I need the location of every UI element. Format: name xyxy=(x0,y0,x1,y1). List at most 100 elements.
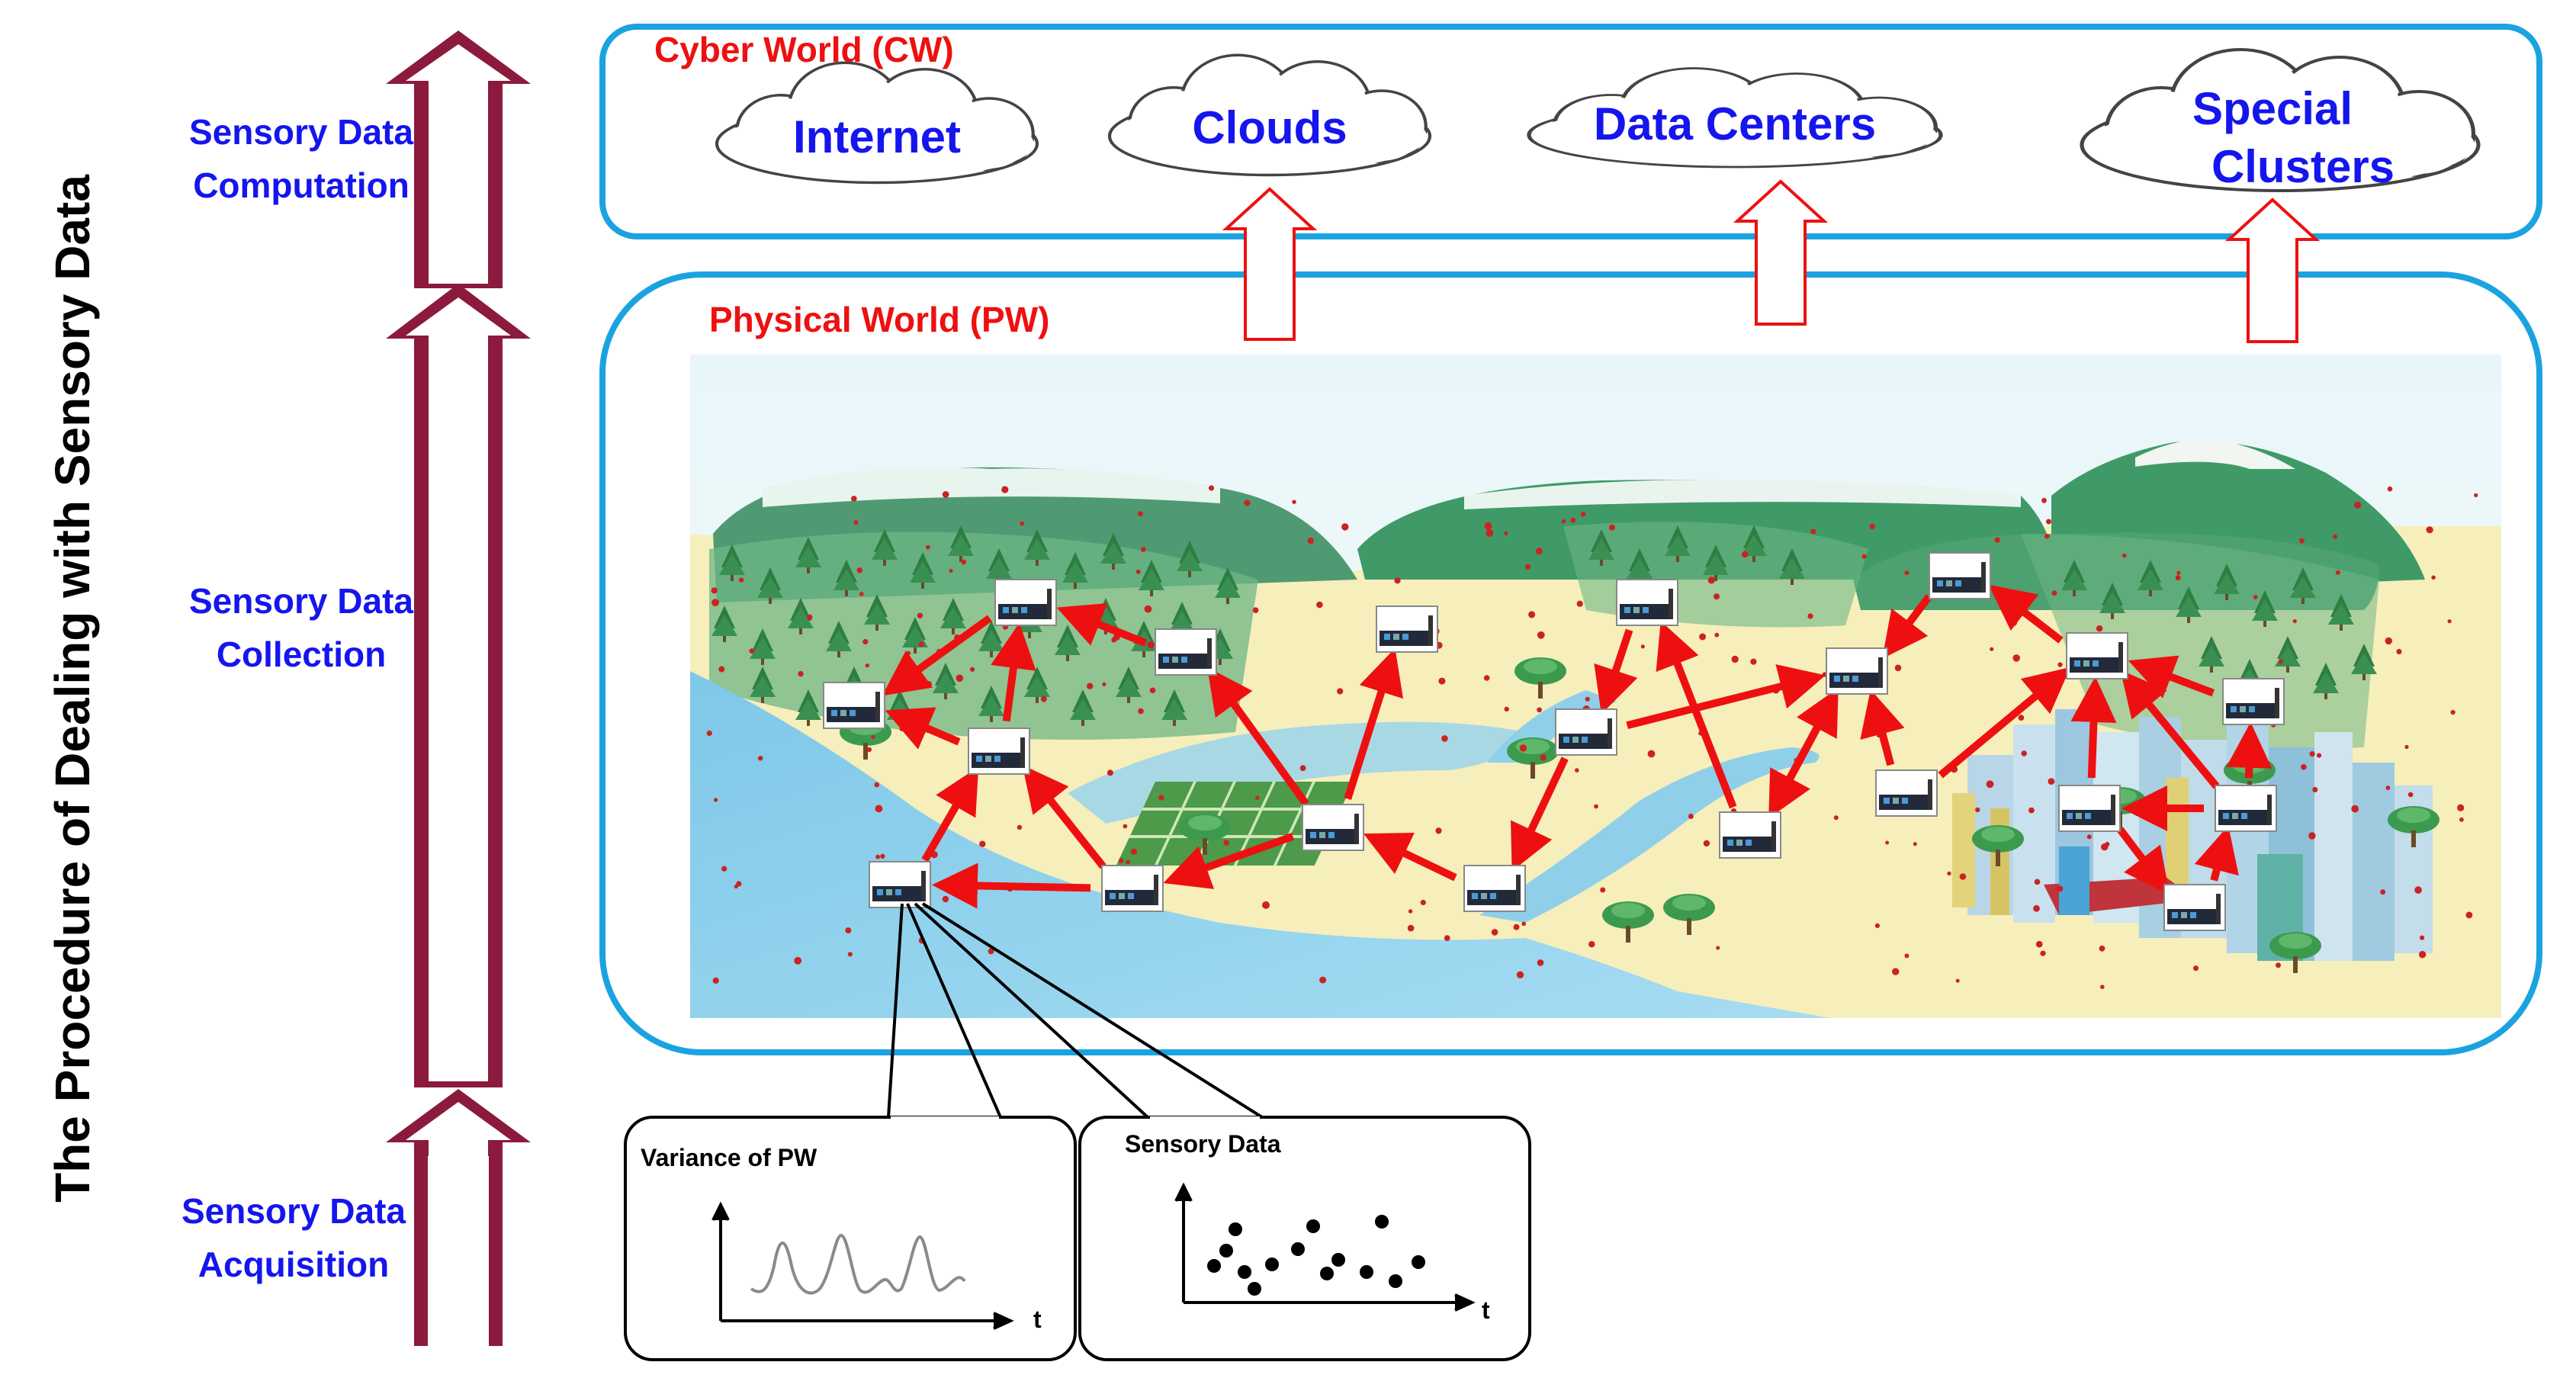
sensor-dot xyxy=(2299,538,2305,544)
sensor-dot xyxy=(2292,618,2297,624)
sensor-dot xyxy=(1420,899,1426,906)
variance-x-axis-label: t xyxy=(1033,1306,1042,1333)
sensor-dot xyxy=(2193,965,2199,972)
sensor-dot xyxy=(1521,921,1526,927)
sensor-dot xyxy=(1149,687,1156,694)
sensor-dot xyxy=(2278,659,2283,664)
sensor-node-icon xyxy=(1875,769,1938,817)
sensor-dot xyxy=(853,520,859,525)
sensor-dot xyxy=(1394,577,1401,584)
flow-arrow xyxy=(931,862,1091,909)
sensor-dot xyxy=(1994,537,2000,543)
sensor-dot xyxy=(2276,962,2281,968)
sensor-dot xyxy=(1874,923,1880,928)
sensor-dot xyxy=(1040,695,1047,702)
sensor-node-icon xyxy=(968,728,1030,775)
sensor-dot xyxy=(2048,778,2055,785)
sensor-dot xyxy=(1262,901,1270,909)
sensor-dot xyxy=(2028,807,2035,814)
sensor-dot xyxy=(1570,517,1576,523)
sensor-dot xyxy=(1537,707,1542,713)
sensor-node-icon xyxy=(2163,884,2226,931)
sensor-dot xyxy=(2317,753,2322,758)
cloud-label-internet: Internet xyxy=(792,111,962,162)
sensor-dot xyxy=(1337,688,1344,695)
physical-world-title: Physical World (PW) xyxy=(709,300,1050,339)
sensor-dot xyxy=(1640,644,1645,649)
river-icon xyxy=(690,671,1830,1018)
sensor-dot xyxy=(1861,554,1867,559)
stage-label-line: Acquisition xyxy=(198,1245,390,1284)
flow-arrow xyxy=(2194,825,2239,882)
sensor-dot xyxy=(1316,601,1323,609)
sensor-dot xyxy=(1575,768,1579,773)
callout-lines xyxy=(887,902,1264,1119)
sensor-dot xyxy=(1561,519,1566,524)
sensor-dot xyxy=(942,895,949,903)
sensor-dot xyxy=(2101,843,2109,851)
sensor-dot xyxy=(847,952,853,957)
sensor-dot xyxy=(2426,526,2433,534)
cyber-world-title: Cyber World (CW) xyxy=(654,30,954,69)
flow-arrow xyxy=(991,622,1036,722)
sensor-dot xyxy=(1714,632,1720,638)
sensor-dot xyxy=(1001,486,1009,493)
sensor-dot xyxy=(2046,519,2051,525)
sensor-dot xyxy=(2312,787,2318,792)
sensor-dot xyxy=(1585,696,1590,702)
flow-arrow xyxy=(885,707,961,750)
sensor-dot xyxy=(2407,792,2414,798)
sensor-dot xyxy=(2414,886,2422,894)
sensor-dot xyxy=(1959,873,1967,880)
sensor-dot xyxy=(1600,887,1606,893)
variance-curve xyxy=(750,1233,966,1295)
sensor-dot xyxy=(1341,523,1349,531)
sensor-dot xyxy=(1144,605,1152,613)
upload-arrow xyxy=(1222,187,1318,341)
sensor-dot xyxy=(925,544,930,550)
sensor-dot xyxy=(1319,976,1327,984)
stage-label-line: Sensory Data xyxy=(188,581,413,621)
sensor-dot xyxy=(1126,859,1130,865)
sensor-dot xyxy=(807,614,813,621)
sensor-dot xyxy=(1955,978,1960,983)
stage-arrow-computation xyxy=(386,31,531,288)
sensor-dot xyxy=(2380,889,2386,895)
sensor-node-icon xyxy=(2066,632,2128,679)
sensor-dot xyxy=(906,650,911,656)
flow-arrow xyxy=(1344,647,1404,801)
sensor-dot xyxy=(2040,950,2046,956)
sensor-dot xyxy=(1504,706,1509,712)
sensor-dot xyxy=(874,782,880,788)
sensor-dot xyxy=(1904,570,1910,576)
flow-arrow xyxy=(2226,721,2272,779)
sensor-node-icon xyxy=(823,682,885,729)
sensor-dot xyxy=(2447,619,2452,624)
sensor-dot xyxy=(1407,924,1415,932)
sensor-dot xyxy=(1524,564,1531,570)
sensor-dot xyxy=(1017,824,1023,830)
sensor-dot xyxy=(2044,533,2050,539)
stage-label-collection: Sensory Data Collection xyxy=(141,574,461,681)
sensor-node-icon xyxy=(1555,708,1617,756)
flow-arrow xyxy=(1988,584,2064,644)
sensor-dot xyxy=(871,734,875,740)
sensor-dot xyxy=(1703,840,1710,847)
collection-flow-arrows xyxy=(882,584,2272,909)
sensor-node-icon xyxy=(994,579,1057,626)
sensor-node-icon xyxy=(1826,647,1888,695)
sensor-dot xyxy=(2354,501,2362,509)
sensor-dot xyxy=(2034,879,2041,885)
sensor-node-icon xyxy=(1302,804,1364,851)
sensor-dot xyxy=(1986,780,1994,789)
stage-label-line: Collection xyxy=(216,634,387,674)
sensor-dot xyxy=(2387,486,2393,492)
sensor-dot xyxy=(1516,971,1524,979)
sensor-dot xyxy=(1102,682,1107,687)
sensor-dot xyxy=(988,948,994,955)
sensor-dot xyxy=(2309,751,2315,757)
flow-arrow xyxy=(2070,676,2117,779)
sensor-dot xyxy=(2057,662,2063,667)
sensor-dot xyxy=(1535,548,1543,555)
